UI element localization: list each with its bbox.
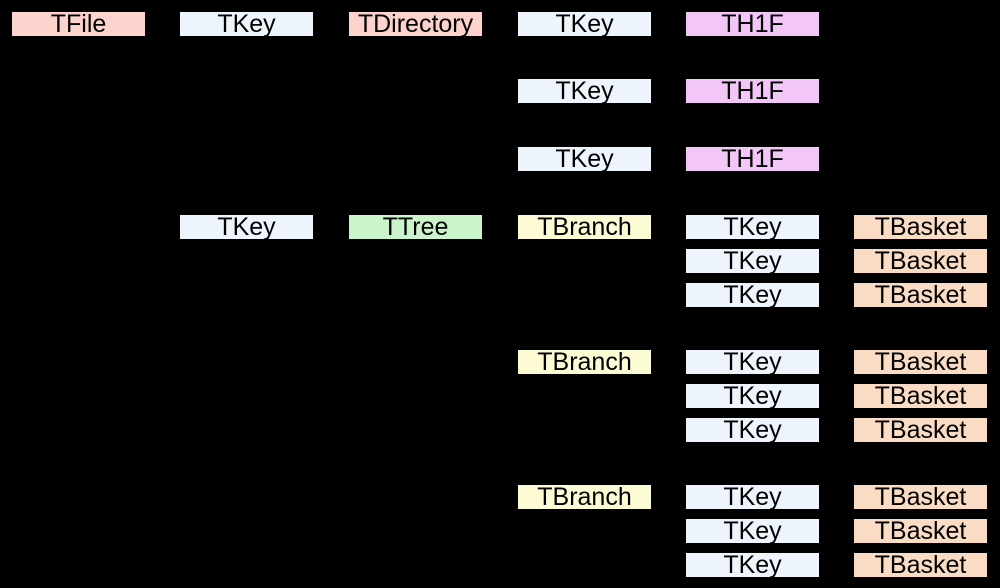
node-tbasket: TBasket: [852, 551, 989, 579]
node-tkey: TKey: [516, 145, 653, 173]
node-tkey: TKey: [178, 213, 315, 241]
node-tkey: TKey: [684, 416, 821, 444]
node-tkey: TKey: [684, 247, 821, 275]
node-tfile: TFile: [10, 10, 147, 38]
node-tkey: TKey: [684, 281, 821, 309]
node-tbasket: TBasket: [852, 281, 989, 309]
node-ttree: TTree: [347, 213, 484, 241]
node-tkey: TKey: [684, 382, 821, 410]
node-tbasket: TBasket: [852, 348, 989, 376]
node-tbranch: TBranch: [516, 348, 653, 376]
node-tkey: TKey: [684, 348, 821, 376]
node-tbasket: TBasket: [852, 517, 989, 545]
node-tkey: TKey: [684, 483, 821, 511]
node-tkey: TKey: [684, 517, 821, 545]
node-tbranch: TBranch: [516, 483, 653, 511]
node-tdirectory: TDirectory: [347, 10, 484, 38]
node-th1f: TH1F: [684, 10, 821, 38]
node-th1f: TH1F: [684, 145, 821, 173]
node-tbasket: TBasket: [852, 213, 989, 241]
node-th1f: TH1F: [684, 77, 821, 105]
node-tkey: TKey: [178, 10, 315, 38]
node-tkey: TKey: [516, 10, 653, 38]
node-tkey: TKey: [684, 213, 821, 241]
node-tbasket: TBasket: [852, 483, 989, 511]
node-tbasket: TBasket: [852, 247, 989, 275]
node-tbranch: TBranch: [516, 213, 653, 241]
node-tbasket: TBasket: [852, 416, 989, 444]
node-tkey: TKey: [516, 77, 653, 105]
node-tbasket: TBasket: [852, 382, 989, 410]
node-tkey: TKey: [684, 551, 821, 579]
